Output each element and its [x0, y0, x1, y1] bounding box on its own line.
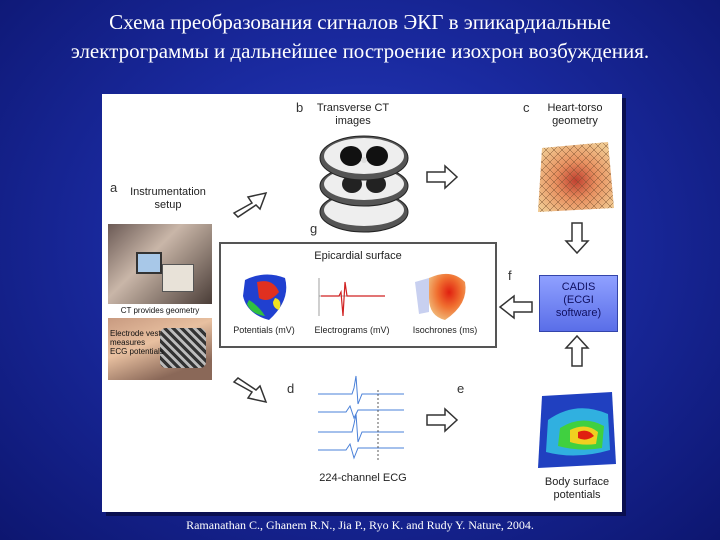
body-surface-potential-map: [538, 392, 616, 468]
electrode-vest-photo: [108, 318, 212, 380]
letter-e: e: [457, 381, 465, 396]
epicardial-surface-box: Epicardial surface Potentials (mV) Elect…: [219, 242, 497, 348]
citation: Ramanathan C., Ghanem R.N., Jia P., Ryo …: [186, 518, 534, 532]
isochrones-label: Isochrones (ms): [412, 325, 478, 335]
figure-panel: a b c d e f g Instrumentation setup CT p…: [102, 94, 622, 512]
cadis-software-box: CADIS (ECGI software): [539, 275, 618, 332]
heart-torso-geometry-label: Heart-torso geometry: [547, 102, 603, 127]
potentials-label: Potentials (mV): [233, 325, 295, 335]
title-line-2: электрограммы и дальнейшее построение из…: [70, 39, 650, 63]
arrow-c-to-cadis: [564, 222, 590, 255]
letter-g: g: [310, 221, 318, 236]
ecg-traces: [318, 375, 404, 462]
letter-b: b: [296, 100, 304, 115]
potentials-heart-map: [243, 274, 287, 320]
electrograms-label: Electrograms (mV): [314, 325, 390, 335]
arrow-cadis-to-epicardial: [498, 294, 533, 320]
electrogram-trace: [318, 278, 385, 317]
ecg-224-label: 224-channel ECG: [319, 472, 407, 484]
letter-f: f: [508, 268, 512, 283]
ct-scanner-photo: [108, 224, 212, 304]
slide-title: Схема преобразования сигналов ЭКГ в эпик…: [0, 8, 720, 66]
arrow-a-to-b: [232, 191, 268, 218]
body-surface-potentials-label: Body surface potentials: [544, 476, 610, 501]
ct-provides-label: CT provides geometry: [120, 306, 200, 315]
instrumentation-label: Instrumentation setup: [130, 186, 206, 211]
title-line-1: Схема преобразования сигналов ЭКГ в эпик…: [109, 10, 611, 34]
torso-mesh: [538, 142, 614, 212]
ct-slices-stack: [319, 135, 409, 233]
ct-images-label: Transverse CT images: [316, 102, 390, 127]
arrow-d-to-e: [426, 407, 459, 433]
isochrones-heart-map: [415, 273, 466, 320]
arrow-e-to-cadis: [564, 334, 590, 367]
letter-c: c: [523, 100, 530, 115]
arrow-b-to-c: [426, 164, 459, 190]
electrode-vest-label: Electrode vest measures ECG potentials: [110, 329, 164, 356]
letter-d: d: [287, 381, 295, 396]
arrow-a-to-d: [232, 377, 268, 404]
epicardial-surface-label: Epicardial surface: [314, 250, 402, 262]
monitor-icon: [136, 252, 162, 274]
letter-a: a: [110, 180, 118, 195]
